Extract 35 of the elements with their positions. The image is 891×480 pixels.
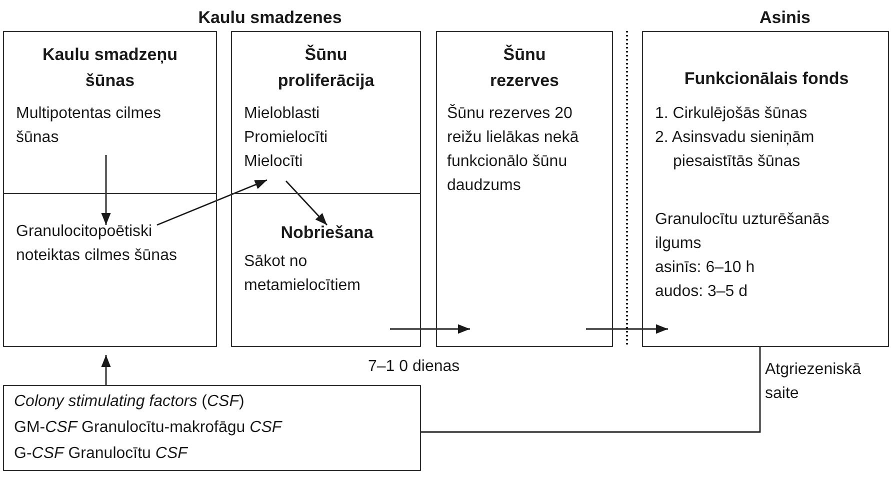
box-text: Colony stimulating factors (CSF) bbox=[14, 392, 246, 412]
arrow bbox=[390, 324, 470, 334]
region-heading: Asinis bbox=[759, 7, 811, 29]
box-text: 1. Cirkulējošās šūnas bbox=[655, 104, 808, 124]
process-box bbox=[3, 385, 421, 471]
box-text: Multipotentas cilmes šūnas bbox=[16, 104, 162, 148]
arrow bbox=[101, 355, 111, 385]
box-text: Promielocīti bbox=[244, 128, 329, 148]
box-heading: Nobriešana bbox=[280, 222, 374, 244]
box-text: 2. Asinsvadu sieniņām piesaistītās šūnas bbox=[655, 128, 816, 172]
arrow bbox=[586, 324, 668, 334]
arrow bbox=[285, 180, 328, 226]
box-text: audos: 3–5 d bbox=[655, 282, 749, 302]
box-heading: Funkcionālais fonds bbox=[683, 68, 850, 90]
box-text: Granulocitopoētiski noteiktas cilmes šūnas bbox=[16, 222, 178, 266]
process-box bbox=[436, 31, 613, 347]
box-heading: Šūnu proliferācija bbox=[276, 44, 376, 92]
box-text: asinīs: 6–10 h bbox=[655, 258, 756, 278]
process-box bbox=[3, 31, 217, 194]
duration-label: 7–1 0 dienas bbox=[368, 357, 460, 377]
region-heading: Kaulu smadzenes bbox=[198, 7, 342, 29]
box-text: GM-CSF Granulocītu-makrofāgu CSF bbox=[14, 418, 284, 438]
process-box bbox=[3, 193, 217, 347]
arrow bbox=[101, 155, 111, 225]
process-box bbox=[231, 193, 421, 347]
arrow bbox=[156, 179, 268, 226]
process-box bbox=[642, 31, 889, 347]
box-text: G-CSF Granulocītu CSF bbox=[14, 444, 190, 464]
box-text: Mielocīti bbox=[244, 152, 304, 172]
box-heading: Kaulu smadzeņu šūnas bbox=[41, 44, 179, 92]
box-text: Mieloblasti bbox=[244, 104, 321, 124]
box-text: Sākot no metamielocītiem bbox=[244, 252, 362, 296]
box-heading: Šūnu rezerves bbox=[488, 44, 560, 92]
box-text: Šūnu rezerves 20 reižu lielākas nekā funkcionālo šūnu daudzums bbox=[447, 103, 580, 196]
process-box bbox=[231, 31, 421, 194]
